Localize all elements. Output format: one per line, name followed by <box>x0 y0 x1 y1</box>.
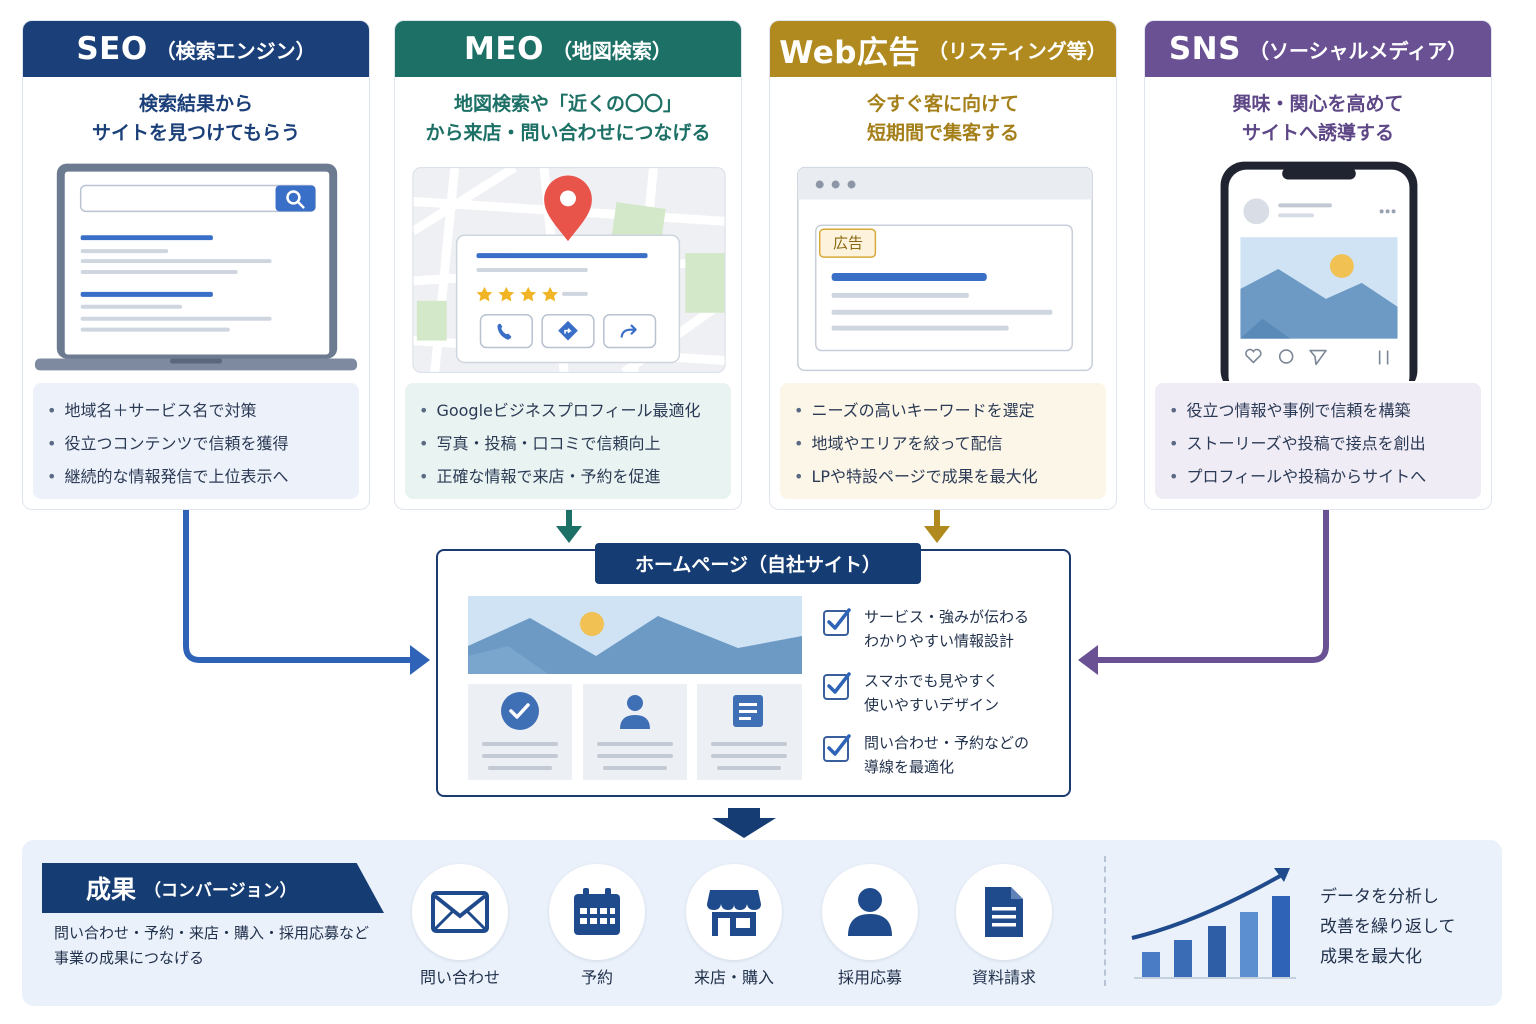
seo-subtitle: 検索結果から サイトを見つけてもらう <box>91 93 301 144</box>
checkbox-checked-icon <box>823 734 851 762</box>
homepage-title: ホームページ（自社サイト） <box>595 543 921 584</box>
meo-card-header: MEO （地図検索） <box>395 21 741 77</box>
sns-arrow <box>1078 510 1329 675</box>
seo-card: SEO （検索エンジン） 検索結果から サイトを見つけてもらう 地域名＋サービス… <box>22 20 370 510</box>
heart-icon <box>1245 348 1262 364</box>
list-item: 地域やエリアを絞って配信 <box>794 427 1106 460</box>
sns-title: SNS <box>1168 31 1241 67</box>
list-item: ストーリーズや投稿で接点を創出 <box>1169 427 1481 460</box>
meo-card: MEO （地図検索） 地図検索や「近くの〇〇」 から来店・問い合わせにつなげる <box>394 20 742 510</box>
comment-icon <box>1278 349 1294 364</box>
result-item-recruitment: 採用応募 <box>820 864 920 988</box>
laptop-search-illustration <box>34 163 358 371</box>
list-item: 役立つ情報や事例で信頼を構築 <box>1169 394 1481 427</box>
map-listing-illustration <box>412 167 726 373</box>
sns-card-header: SNS （ソーシャルメディア） <box>1145 21 1491 77</box>
result-item-visit-purchase: 来店・購入 <box>684 864 784 988</box>
meo-arrow <box>556 510 582 543</box>
web-ad-arrow <box>924 510 950 543</box>
bookmark-icon <box>1378 350 1389 365</box>
meo-bullets: Googleビジネスプロフィール最適化 写真・投稿・口コミで信頼向上 正確な情報… <box>405 383 731 499</box>
seo-title-sub: （検索エンジン） <box>155 38 316 63</box>
store-icon <box>707 890 761 936</box>
mail-icon <box>431 891 489 933</box>
result-item-inquiry: 問い合わせ <box>410 864 510 988</box>
sns-card: SNS （ソーシャルメディア） 興味・関心を高めて サイトへ誘導する 役立つ情報… <box>1144 20 1492 510</box>
browser-ad-illustration <box>797 166 1093 372</box>
seo-arrow <box>183 510 430 675</box>
results-divider <box>1104 856 1106 986</box>
web-ad-card: Web広告 （リスティング等） 今すぐ客に向けて 短期間で集客する 広告 ニーズ… <box>769 20 1117 510</box>
list-item: プロフィールや投稿からサイトへ <box>1169 460 1481 493</box>
list-item: 継続的な情報発信で上位表示へ <box>47 460 359 493</box>
homepage-check-item: スマホでも見やすく 使いやすいデザイン <box>822 669 999 717</box>
meo-title-sub: （地図検索） <box>551 38 672 63</box>
map-pin-icon <box>544 175 592 242</box>
calendar-icon <box>574 888 620 935</box>
down-arrow-to-results <box>712 808 776 838</box>
result-item-document-request: 資料請求 <box>954 864 1054 988</box>
list-item: LPや特設ページで成果を最大化 <box>794 460 1106 493</box>
list-item: 役立つコンテンツで信頼を獲得 <box>47 427 359 460</box>
share-icon <box>620 324 637 338</box>
sns-bullets: 役立つ情報や事例で信頼を構築 ストーリーズや投稿で接点を創出 プロフィールや投稿… <box>1155 383 1481 499</box>
list-item: 正確な情報で来店・予約を促進 <box>419 460 731 493</box>
data-analysis-text: データを分析し 改善を繰り返して 成果を最大化 <box>1320 887 1456 967</box>
check-circle-icon <box>501 692 539 730</box>
homepage-check-item: 問い合わせ・予約などの 導線を最適化 <box>822 731 1029 779</box>
user-icon <box>620 695 650 729</box>
growth-chart-icon <box>1131 868 1296 979</box>
meo-title: MEO <box>464 31 544 67</box>
homepage-wireframe-illustration <box>468 596 802 780</box>
send-icon <box>1309 349 1327 366</box>
sns-subtitle: 興味・関心を高めて サイトへ誘導する <box>1232 93 1404 144</box>
person-icon <box>848 888 892 936</box>
rating-stars-icon <box>476 286 559 302</box>
list-item: 写真・投稿・口コミで信頼向上 <box>419 427 731 460</box>
checkbox-checked-icon <box>823 672 851 700</box>
checkbox-checked-icon <box>823 608 851 636</box>
web-ad-title-sub: （リスティング等） <box>928 38 1107 63</box>
web-ad-bullets: ニーズの高いキーワードを選定 地域やエリアを絞って配信 LPや特設ページで成果を… <box>780 383 1106 499</box>
search-icon <box>286 190 305 209</box>
web-ad-subtitle: 今すぐ客に向けて 短期間で集客する <box>866 93 1019 144</box>
document-icon <box>733 695 763 727</box>
seo-bullets: 地域名＋サービス名で対策 役立つコンテンツで信頼を獲得 継続的な情報発信で上位表… <box>33 383 359 499</box>
sns-title-sub: （ソーシャルメディア） <box>1248 38 1468 63</box>
phone-icon <box>497 323 512 340</box>
list-item: 地域名＋サービス名で対策 <box>47 394 359 427</box>
list-item: Googleビジネスプロフィール最適化 <box>419 394 731 427</box>
homepage-check-item: サービス・強みが伝わる わかりやすい情報設計 <box>822 605 1029 653</box>
results-title: 成果 （コンバージョン） <box>42 863 384 913</box>
web-ad-card-header: Web広告 （リスティング等） <box>770 21 1116 77</box>
ad-badge: 広告 <box>832 234 863 252</box>
smartphone-post-illustration <box>1220 161 1418 381</box>
seo-title: SEO <box>76 31 148 67</box>
document-icon <box>985 887 1023 937</box>
results-description: 問い合わせ・予約・来店・購入・採用応募など 事業の成果につなげる <box>54 924 370 967</box>
web-ad-title: Web広告 <box>779 34 920 71</box>
meo-subtitle: 地図検索や「近くの〇〇」 から来店・問い合わせにつなげる <box>425 93 711 144</box>
seo-card-header: SEO （検索エンジン） <box>23 21 369 77</box>
result-item-reservation: 予約 <box>547 864 647 988</box>
list-item: ニーズの高いキーワードを選定 <box>794 394 1106 427</box>
